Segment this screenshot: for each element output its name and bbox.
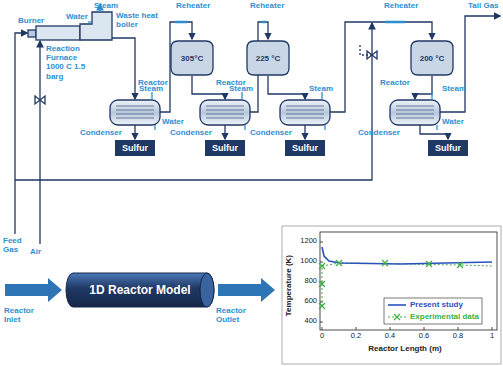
furnace-label: Reaction Furnace 1000 C 1.5 barg [46,44,90,81]
water-label: Water [66,12,88,21]
water-label: Water [162,117,184,126]
steam-label: Steam [229,84,253,93]
axis-tick: 600 [294,297,317,306]
reactor-model-cylinder: 1D Reactor Model [65,272,215,308]
legend-text: Present study [410,300,463,309]
axis-tick: 0.6 [414,332,434,341]
axis-title: Temperature (K) [284,251,293,321]
sulfur-box: Sulfur [285,140,325,156]
condenser-label: Condenser [170,128,212,137]
axis-tick: 0.8 [448,332,468,341]
burner-label: Burner [18,16,44,25]
reheater-label: Reheater [384,1,418,10]
reactor-vessel: 305°C [170,40,214,76]
sulfur-label: Sulfur [122,142,148,154]
feed-label: Feed Gas [3,236,29,254]
sulfur-label: Sulfur [435,142,461,154]
axis-tick: 0.2 [346,332,366,341]
sulfur-label: Sulfur [212,142,238,154]
sulfur-box: Sulfur [428,140,468,156]
axis-tick: 0 [312,332,332,341]
reheater-label: Reheater [176,1,210,10]
axis-title: Reactor Length (m) [355,344,455,353]
sulfur-box: Sulfur [115,140,155,156]
steam-label: Steam [442,84,466,93]
model-title: 1D Reactor Model [89,283,190,297]
reheater-label: Reheater [250,1,284,10]
reactor-temperature: 225 °C [256,54,281,63]
reactor-vessel: 200 °C [410,40,454,76]
boiler-label: Waste heat boiler [116,11,162,29]
reactor-temperature: 200 °C [420,54,445,63]
steam-label: Steam [94,1,118,10]
steam-label: Steam [309,84,333,93]
legend-text: Experimental data [410,312,479,321]
condenser-label: Condenser [80,128,122,137]
inlet-label: Reactor Inlet [4,306,46,324]
water-label: Water [442,117,464,126]
reactor-temperature: 305°C [181,54,203,63]
reactor-label: Reactor [380,78,410,87]
axis-tick: 800 [294,277,317,286]
axis-tick: 400 [294,317,317,326]
axis-tick: 1000 [294,257,317,266]
steam-label: Steam [139,84,163,93]
axis-tick: 0.4 [380,332,400,341]
axis-tick: 1200 [294,237,317,246]
sulfur-box: Sulfur [205,140,245,156]
sulfur-label: Sulfur [292,142,318,154]
condenser-label: Condenser [358,128,400,137]
tail-gas-label: Tail Gas [468,1,499,10]
reactor-vessel: 225 °C [246,40,290,76]
air-label: Air [30,247,41,256]
condenser-label: Condenser [250,128,292,137]
axis-tick: 1 [482,332,502,341]
outlet-label: Reactor Outlet [216,306,260,324]
